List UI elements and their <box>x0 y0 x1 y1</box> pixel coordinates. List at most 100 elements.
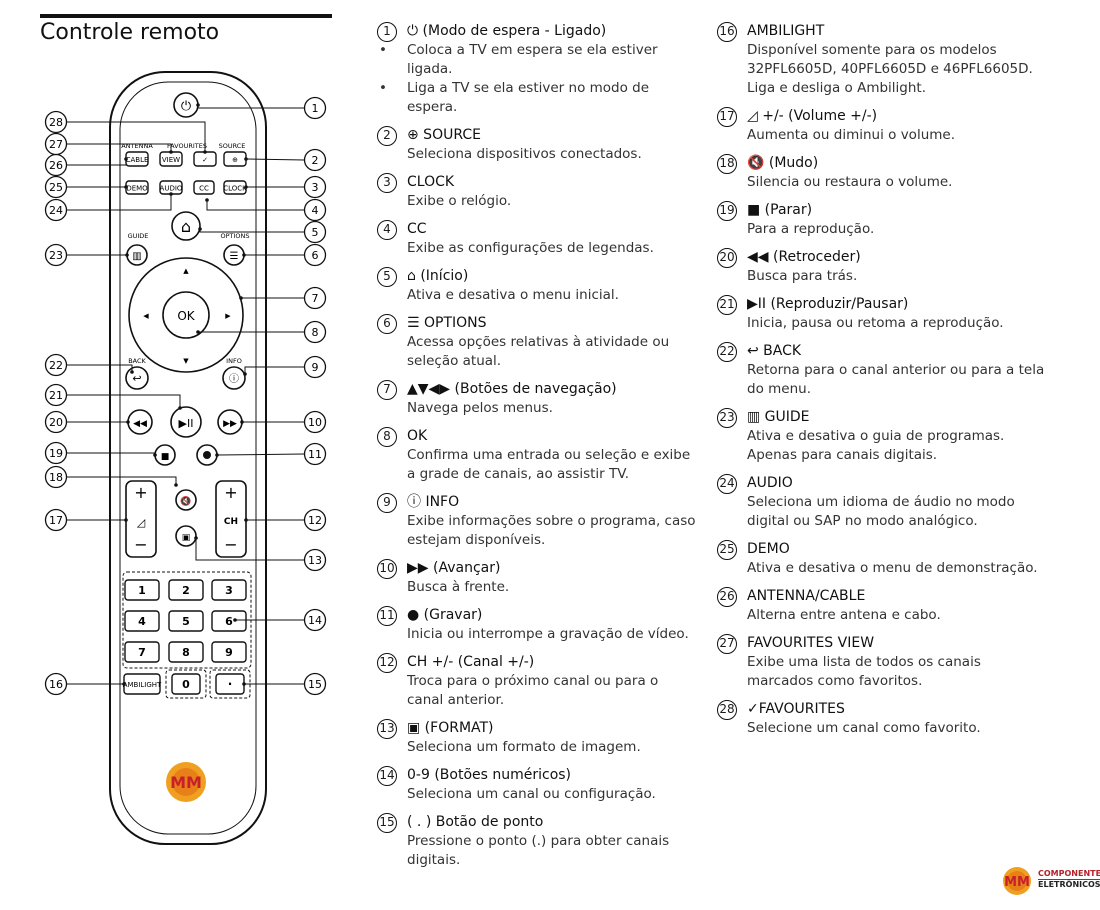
legend-item-title: DEMO <box>747 541 790 557</box>
legend-item-title: AUDIO <box>747 475 793 491</box>
callout-circle-20 <box>44 410 68 434</box>
callout-circle-24 <box>44 198 68 222</box>
callout-dot-19 <box>153 453 157 457</box>
legend-item: 5⌂ (Início)Ativa e desativa o menu inici… <box>377 267 697 305</box>
callout-circle-23 <box>44 243 68 267</box>
legend-item-description: Pressione o ponto (.) para obter canais … <box>407 833 670 868</box>
volume-minus-label: − <box>134 535 147 554</box>
power-icon: ⏻ <box>181 99 191 114</box>
callout-leader-9 <box>244 366 304 374</box>
legend-column-left: 1⏻ (Modo de espera - Ligado)Coloca a TV … <box>377 22 697 879</box>
callout-circle-5 <box>303 220 327 244</box>
legend-item-title: ▣ (FORMAT) <box>407 720 494 736</box>
brand-line-2: ELETRÔNICOS <box>1038 880 1100 889</box>
legend-item-description: Alterna entre antena e cabo. <box>747 607 941 623</box>
home-button <box>171 211 201 241</box>
callout-circle-4 <box>303 198 327 222</box>
dot-label: · <box>228 677 233 691</box>
digit-8-label: 8 <box>182 646 190 659</box>
callout-number: 28 <box>717 700 737 720</box>
legend-item-description: Inicia, pausa ou retoma a reprodução. <box>747 315 1004 331</box>
nav-up-icon: ▲ <box>183 267 189 275</box>
favourites-button-label: ✓ <box>202 156 208 164</box>
label-antenna: ANTENNA <box>121 142 153 150</box>
digit-8-button <box>168 641 204 663</box>
ok-label: OK <box>177 309 195 323</box>
callout-circle-13 <box>303 548 327 572</box>
legend-item-title: CLOCK <box>407 174 455 190</box>
title-rule <box>40 14 332 18</box>
callout-number-3: 3 <box>312 181 319 194</box>
ok-button <box>162 291 210 339</box>
legend-item: 20◀◀ (Retroceder)Busca para trás. <box>717 248 1047 286</box>
digit-3-label: 3 <box>225 584 233 597</box>
callout-leader-18 <box>67 476 177 485</box>
callout-number: 24 <box>717 474 737 494</box>
options-icon: ☰ <box>230 251 239 262</box>
brand-line-1: COMPONENTES <box>1038 869 1100 880</box>
callout-number: 21 <box>717 295 737 315</box>
callout-circle-9 <box>303 355 327 379</box>
callout-leader-13 <box>195 538 304 561</box>
digit-3-button <box>211 579 247 601</box>
legend-item-title: CC <box>407 221 427 237</box>
callout-number-16: 16 <box>49 678 63 691</box>
callout-circle-18 <box>44 465 68 489</box>
callout-number-20: 20 <box>49 416 63 429</box>
digit-7-label: 7 <box>138 646 146 659</box>
legend-item: 21▶II (Reproduzir/Pausar)Inicia, pausa o… <box>717 295 1047 333</box>
callout-number-14: 14 <box>308 614 322 627</box>
record-icon <box>203 451 211 459</box>
legend-item-description: Navega pelos menus. <box>407 400 553 416</box>
digit-0-label: 0 <box>182 678 190 691</box>
callout-leader-28 <box>67 121 206 152</box>
legend-item: 17◿ +/- (Volume +/-)Aumenta ou diminui o… <box>717 107 1047 145</box>
volume-plus-label: + <box>134 483 147 502</box>
callout-circle-17 <box>44 508 68 532</box>
legend-item: 1⏻ (Modo de espera - Ligado) <box>377 22 697 42</box>
callout-leader-11 <box>216 453 305 456</box>
callout-dot-12 <box>244 518 248 522</box>
callout-number: 8 <box>377 427 397 447</box>
callout-number-28: 28 <box>49 116 63 129</box>
callout-number: 1 <box>377 22 397 42</box>
digit-6-button <box>211 610 247 632</box>
callout-dot-7 <box>239 296 243 300</box>
legend-item-description: Retorna para o canal anterior ou para a … <box>747 362 1045 397</box>
callout-dot-21 <box>178 406 182 410</box>
callout-dot-15 <box>242 682 246 686</box>
rewind-icon: ◀◀ <box>133 419 147 429</box>
channel-label: CH <box>224 517 238 527</box>
legend-bullet: Liga a TV se ela estiver no modo de espe… <box>377 79 697 117</box>
callout-leader-2 <box>245 158 305 161</box>
callout-circle-22 <box>44 353 68 377</box>
callout-number: 16 <box>717 22 737 42</box>
callout-dot-26 <box>124 157 128 161</box>
callout-number: 15 <box>377 813 397 833</box>
callout-circle-7 <box>303 286 327 310</box>
digit-4-button <box>124 610 160 632</box>
callout-number-18: 18 <box>49 471 63 484</box>
digit-2-button <box>168 579 204 601</box>
cc-button-label: CC <box>199 185 209 193</box>
callout-leader-26 <box>67 159 127 166</box>
legend-item-bullets: Coloca a TV em espera se ela estiver lig… <box>377 41 697 117</box>
callout-number: 6 <box>377 314 397 334</box>
legend-item-title: ▶▶ (Avançar) <box>407 560 501 576</box>
label-options: OPTIONS <box>220 232 249 240</box>
callout-leader-24 <box>67 194 172 211</box>
callout-circle-11 <box>303 442 327 466</box>
callout-dot-14 <box>233 618 237 622</box>
callout-number-22: 22 <box>49 359 63 372</box>
legend-item-description: Acessa opções relativas à atividade ou s… <box>407 334 670 369</box>
callout-number: 4 <box>377 220 397 240</box>
